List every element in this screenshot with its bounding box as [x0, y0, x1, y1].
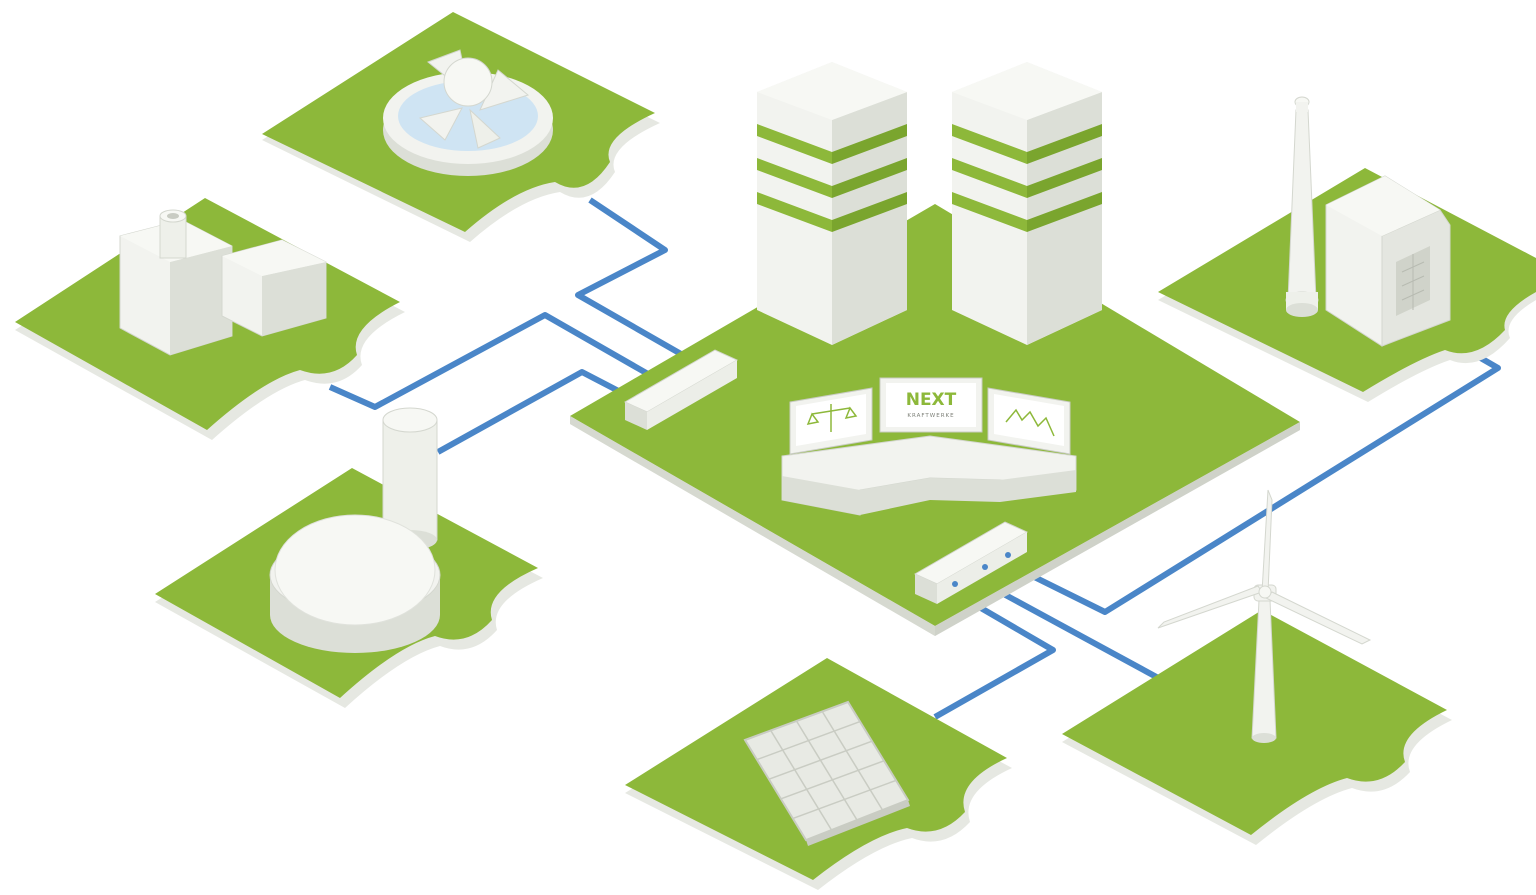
data-tower-right [952, 62, 1102, 345]
tile-control-center: NEXT KRAFTWERKE [570, 62, 1300, 636]
monitor-balance [789, 387, 873, 455]
cable-hydro [575, 197, 690, 361]
cable-biogas [436, 369, 634, 455]
connector-box-lower [913, 521, 1029, 604]
industrial-plant [119, 209, 327, 356]
tile-industrial [15, 198, 405, 440]
cable-chimney [1004, 350, 1501, 615]
monitor-logo: NEXT KRAFTWERKE [879, 377, 983, 433]
connection-cables [328, 197, 1501, 720]
biogas-plant [269, 407, 441, 653]
monitor-chart [987, 387, 1071, 455]
cable-industrial [328, 312, 657, 410]
connector-box-upper [623, 349, 739, 430]
wind-turbine [1157, 489, 1372, 743]
logo-brand: NEXT [906, 390, 957, 410]
cable-solar [933, 587, 1056, 720]
tile-biogas [155, 407, 543, 708]
hydro-turbine [418, 49, 530, 149]
data-tower-left [757, 62, 907, 345]
tile-solar [625, 658, 1012, 890]
tile-chimney [1158, 96, 1536, 402]
logo-subtitle: KRAFTWERKE [907, 413, 954, 419]
tile-wind [1062, 489, 1452, 845]
solar-panel [743, 700, 910, 846]
cable-wind [998, 589, 1164, 683]
control-desk: NEXT KRAFTWERKE [781, 377, 1077, 516]
line-chart-icon [1005, 408, 1055, 437]
balance-scale-icon [806, 404, 858, 432]
chimney-house [1285, 96, 1451, 347]
tile-hydro [262, 12, 660, 242]
